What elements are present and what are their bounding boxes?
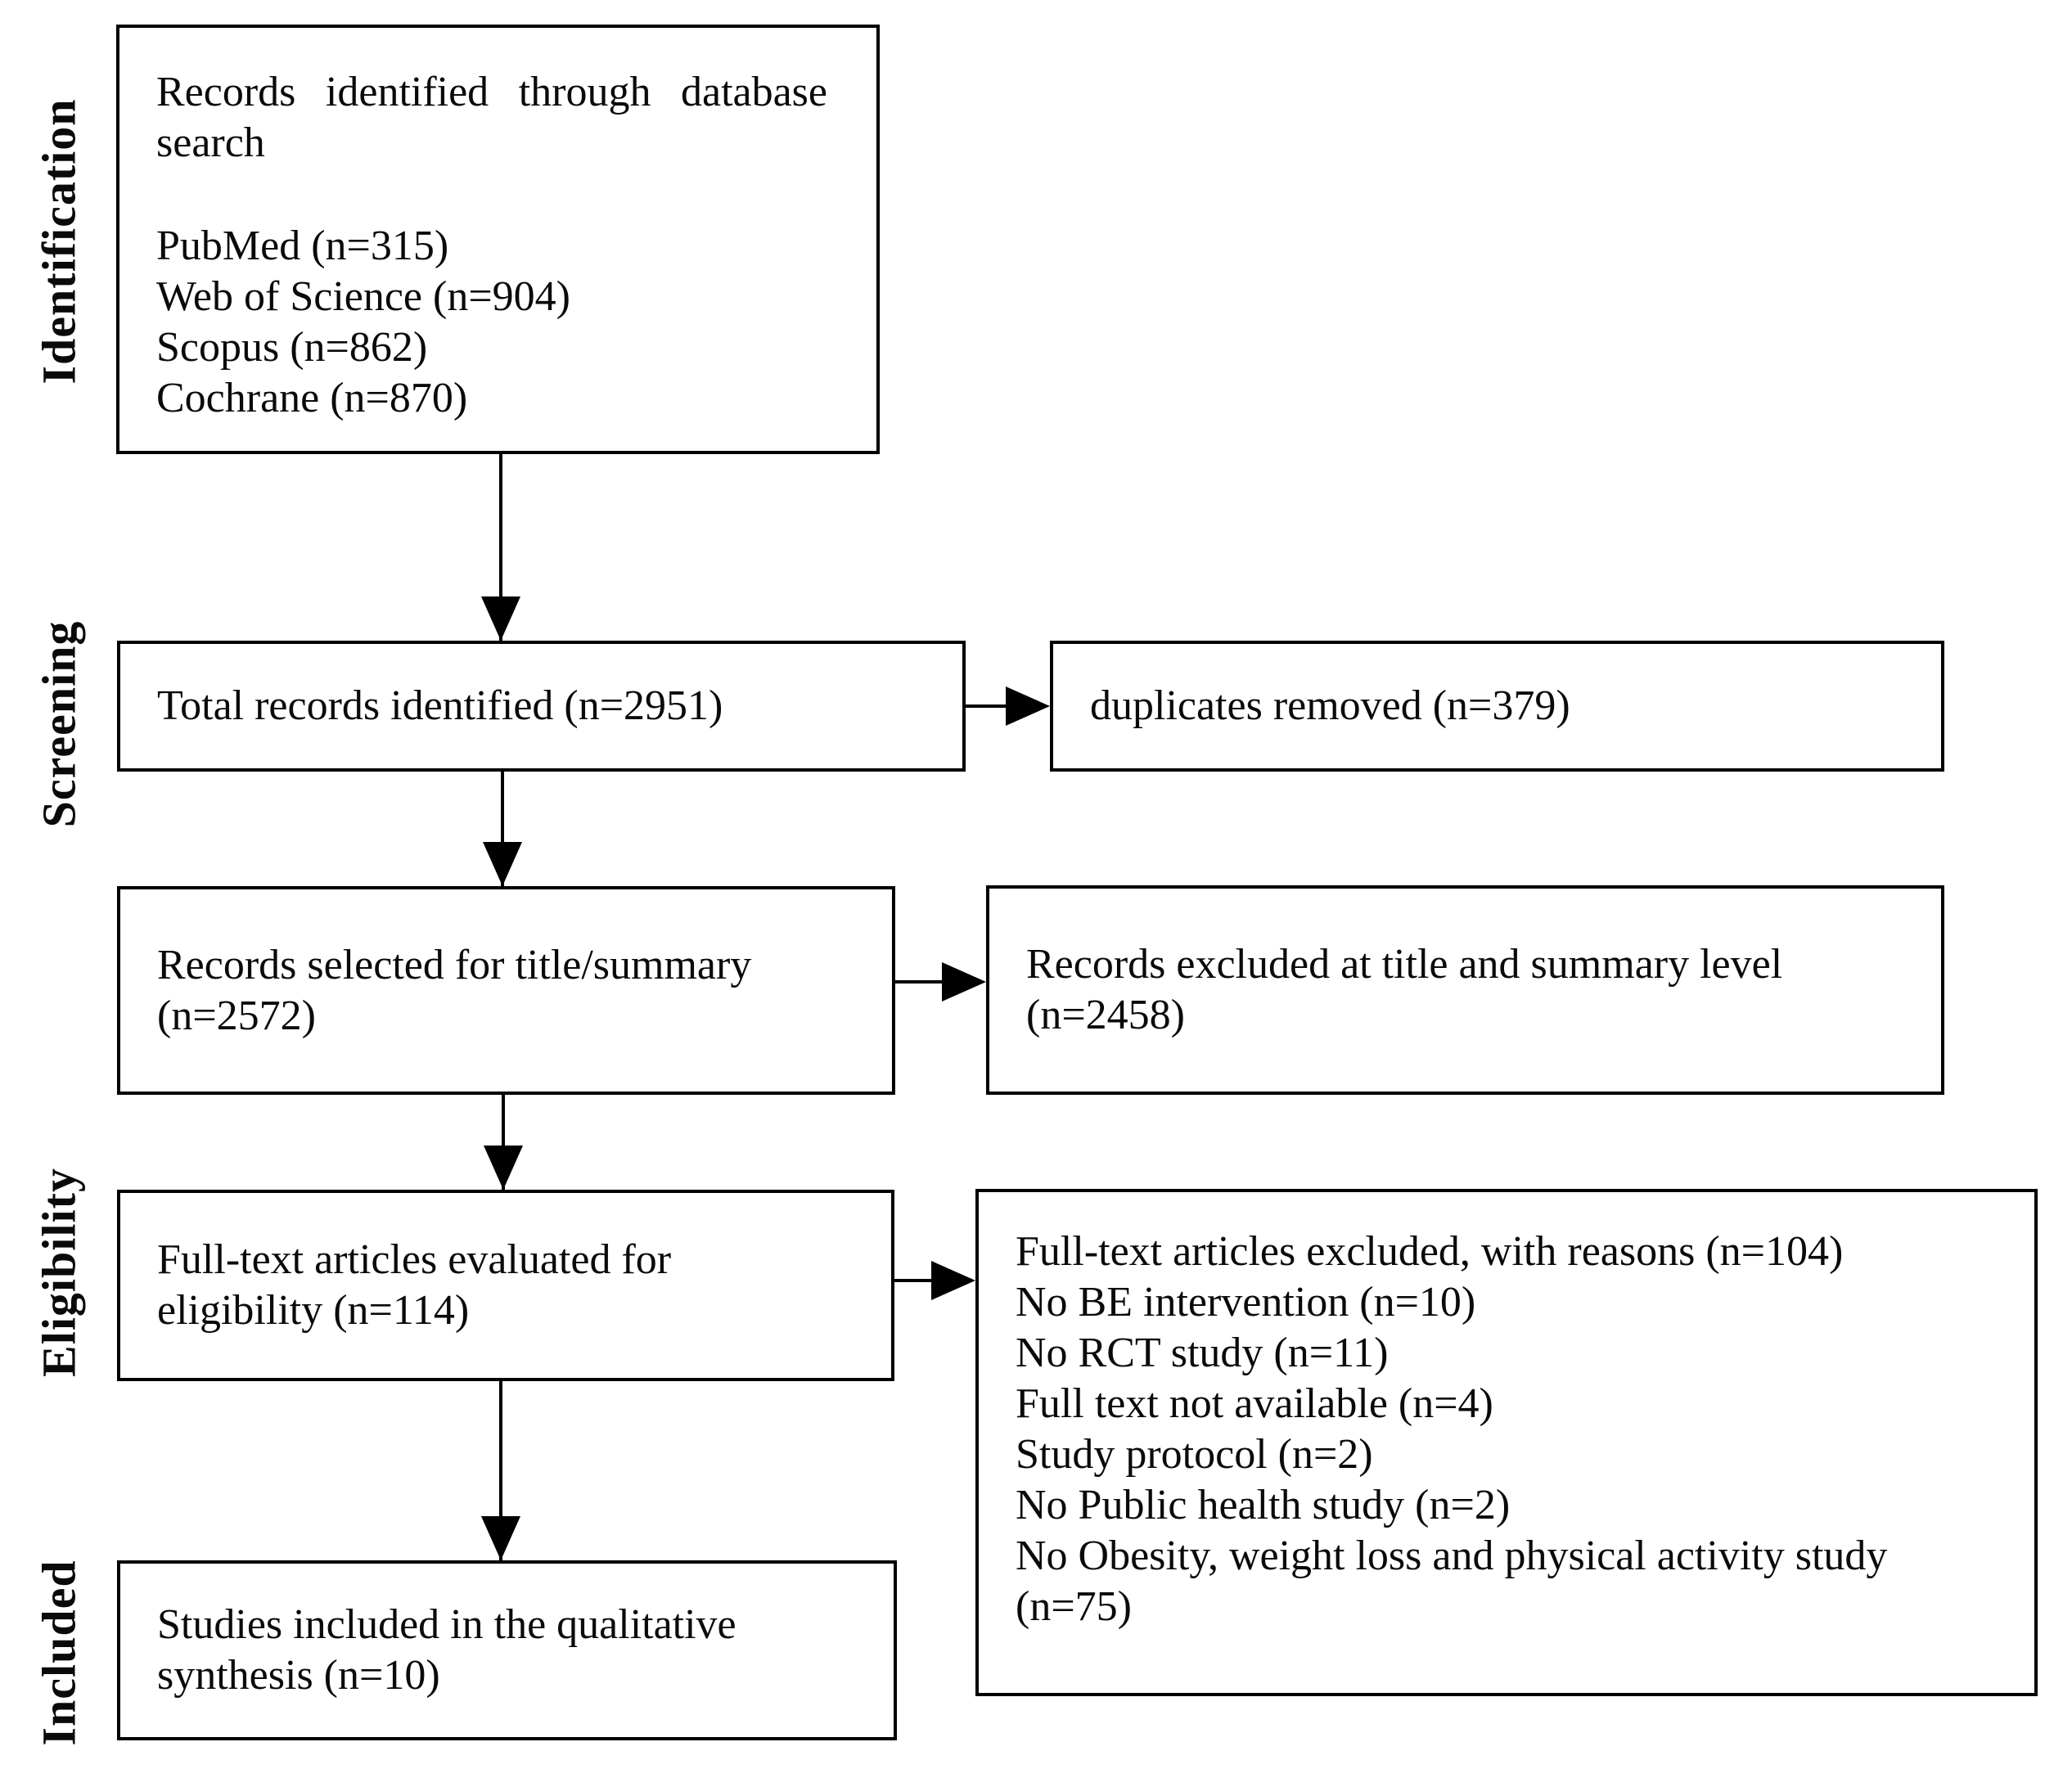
stage-label-screening: Screening [32, 620, 86, 828]
fulltext-excluded-reason-no-fulltext: Full text not available (n=4) [1016, 1380, 1493, 1427]
stage-label-included: Included [32, 1560, 86, 1746]
fulltext-excluded-reason-no-public-health: No Public health study (n=2) [1016, 1482, 1511, 1528]
stage-label-identification: Identification [32, 98, 86, 385]
title-summary-excluded-text: Records excluded at title and summary le… [1026, 941, 1783, 1038]
database-source-cochrane: Cochrane (n=870) [156, 375, 468, 421]
fulltext-excluded-reason-no-rct: No RCT study (n=11) [1016, 1330, 1389, 1376]
database-source-pubmed: PubMed (n=315) [156, 223, 449, 269]
stage-label-eligibility: Eligibility [32, 1168, 86, 1377]
box-database-search: Records identified through database sear… [116, 25, 880, 454]
database-source-web-of-science: Web of Science (n=904) [156, 273, 570, 320]
box-total-records: Total records identified (n=2951) [117, 641, 966, 772]
database-source-scopus: Scopus (n=862) [156, 324, 428, 371]
box-fulltext-evaluated: Full-text articles evaluated for eligibi… [117, 1190, 894, 1381]
database-search-title: Records identified through database sear… [156, 69, 827, 166]
box-title-summary-selected: Records selected for title/summary (n=25… [117, 886, 895, 1095]
box-fulltext-excluded: Full-text articles excluded, with reason… [975, 1189, 2038, 1696]
title-summary-selected-text: Records selected for title/summary (n=25… [157, 941, 752, 1039]
fulltext-evaluated-text: Full-text articles evaluated for eligibi… [157, 1236, 672, 1334]
fulltext-excluded-reason-protocol: Study protocol (n=2) [1016, 1431, 1373, 1478]
fulltext-excluded-reason-no-obesity: No Obesity, weight loss and physical act… [1016, 1533, 1888, 1630]
fulltext-excluded-reason-no-be: No BE intervention (n=10) [1016, 1279, 1476, 1326]
box-title-summary-excluded: Records excluded at title and summary le… [986, 885, 1944, 1095]
fulltext-excluded-reasons-total: Full-text articles excluded, with reason… [1016, 1228, 1844, 1275]
total-records-text: Total records identified (n=2951) [157, 682, 723, 729]
included-studies-text: Studies included in the qualitative synt… [157, 1601, 736, 1699]
box-included-studies: Studies included in the qualitative synt… [117, 1560, 897, 1740]
duplicates-removed-text: duplicates removed (n=379) [1090, 682, 1570, 729]
box-duplicates-removed: duplicates removed (n=379) [1050, 641, 1944, 772]
spacer [156, 169, 827, 221]
